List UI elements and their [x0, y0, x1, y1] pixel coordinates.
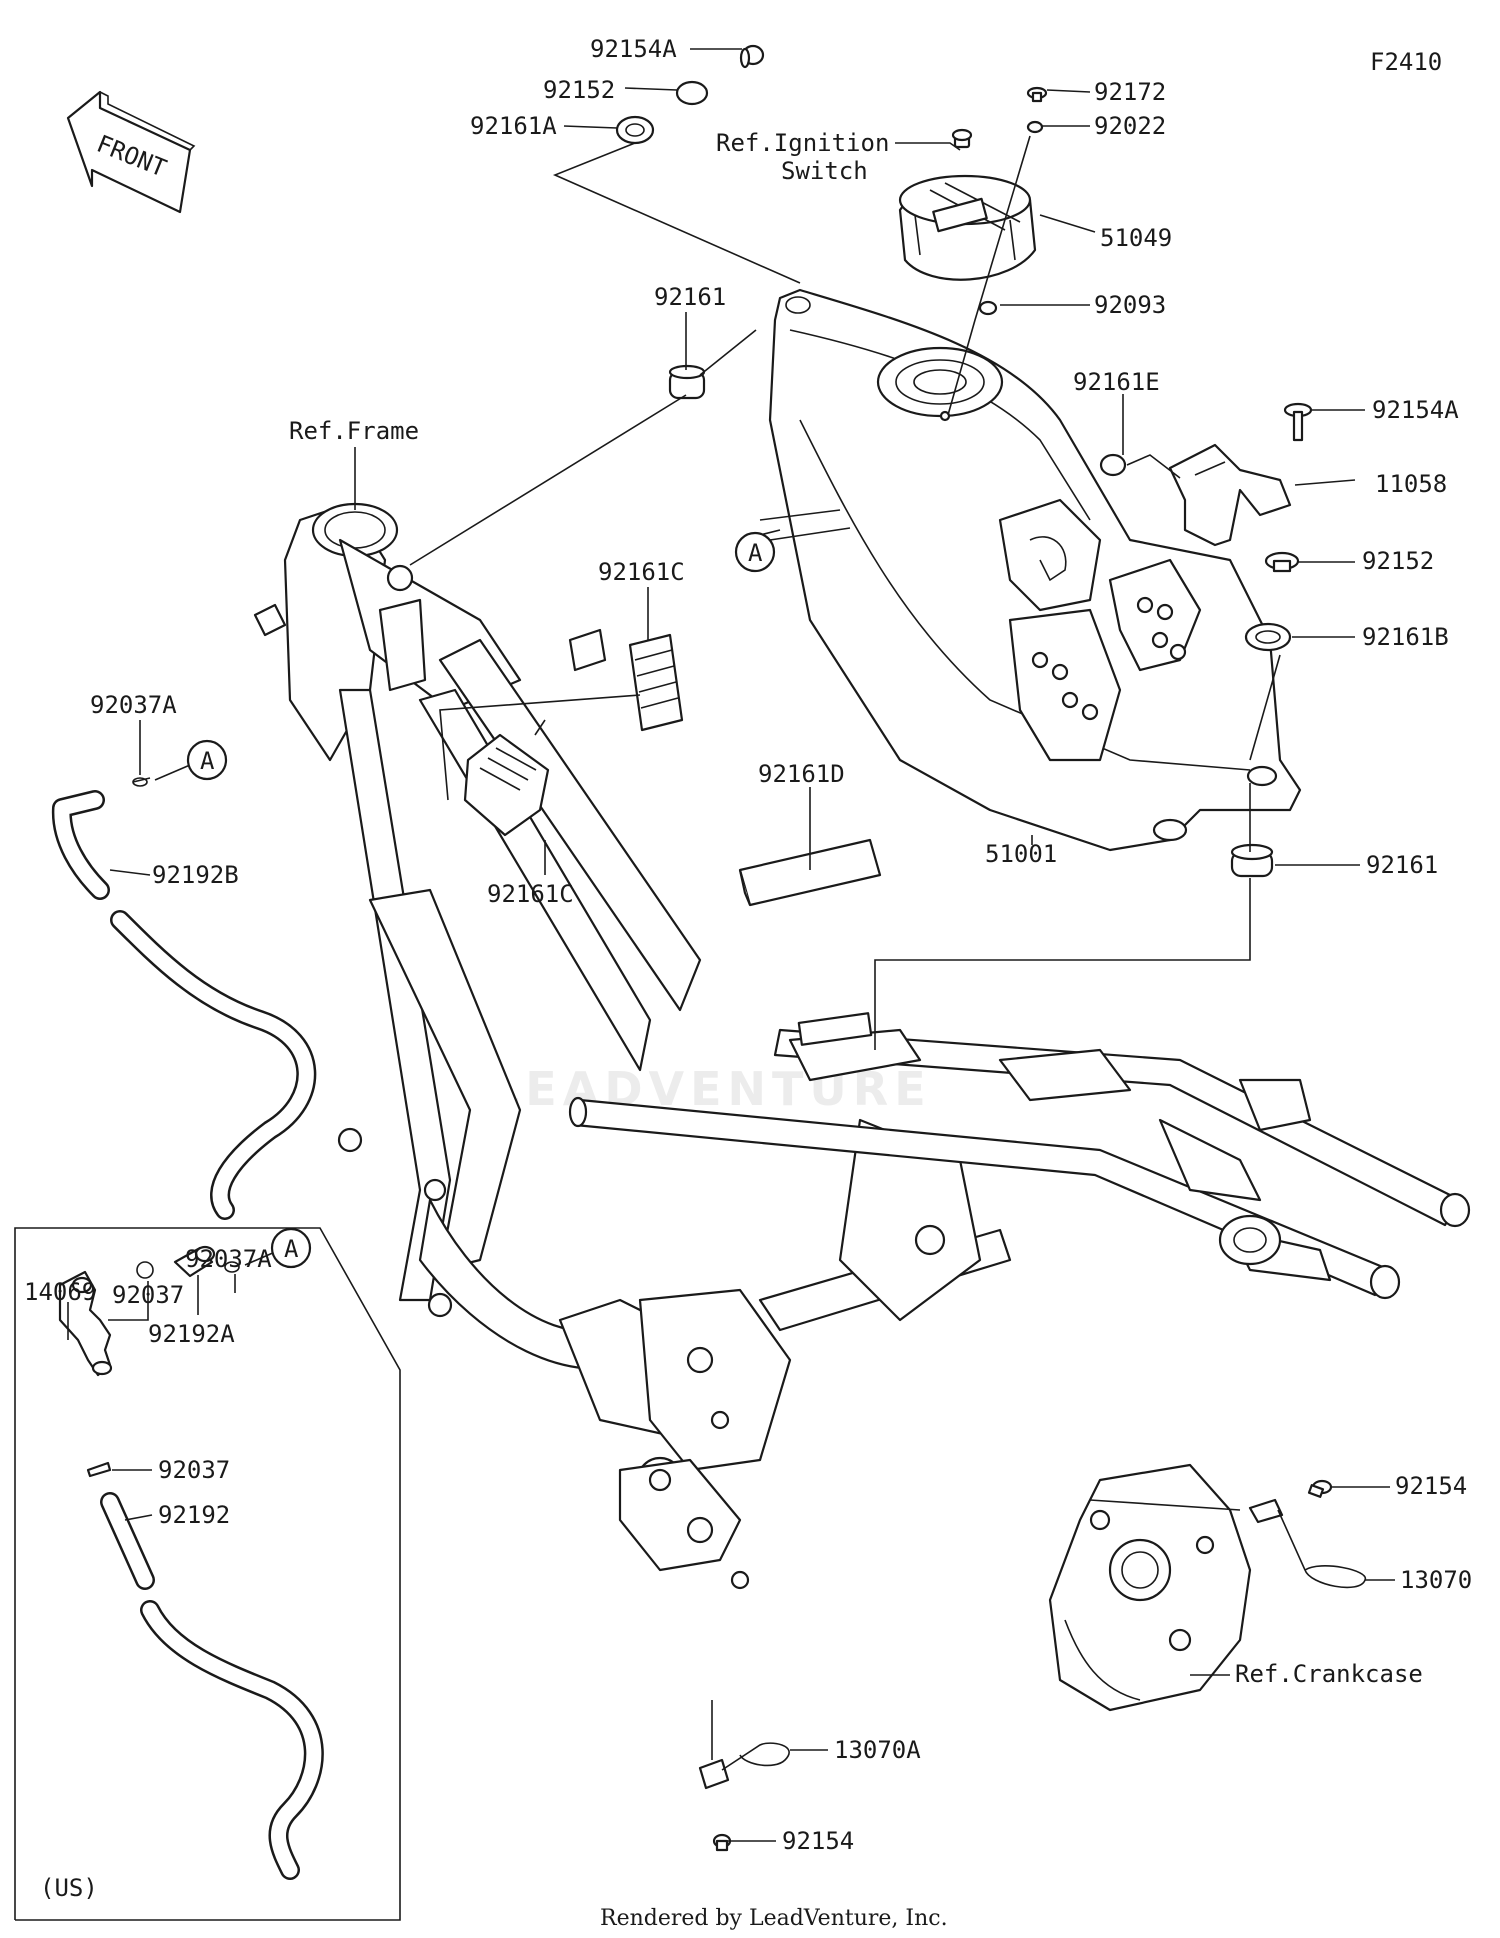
cover-92161D[interactable] [738, 838, 882, 907]
hose-92192A[interactable] [173, 1245, 216, 1278]
label-92161B[interactable]: 92161B [1362, 623, 1449, 651]
crankcase-ref [1048, 1463, 1252, 1712]
reference-mark-a-left [186, 739, 228, 781]
label-92161-top[interactable]: 92161 [654, 283, 726, 311]
label-92161D[interactable]: 92161D [758, 760, 845, 788]
bolt-92154-right [1307, 1479, 1333, 1498]
us-inset-frame [14, 1227, 401, 1921]
mark-a-inset-letter: A [284, 1235, 299, 1263]
washer-92022 [1026, 120, 1044, 134]
label-92154A-top[interactable]: 92154A [590, 35, 677, 63]
label-51049[interactable]: 51049 [1100, 224, 1172, 252]
bolt-cluster [1031, 596, 1187, 721]
front-arrow-icon: FRONT [66, 90, 196, 214]
label-14069[interactable]: 14069 [24, 1278, 96, 1306]
label-92161E[interactable]: 92161E [1073, 368, 1160, 396]
label-ref-ignition-line2[interactable]: Switch [781, 157, 868, 185]
label-92192A[interactable]: 92192A [148, 1320, 235, 1348]
clamp-92037-lower [86, 1461, 112, 1478]
clamp-92037-inset [136, 1261, 154, 1279]
label-92037-inset[interactable]: 92037 [112, 1281, 184, 1309]
collar-92152-top [675, 80, 709, 106]
footer-credit: Rendered by LeadVenture, Inc. [600, 1906, 948, 1931]
label-92172[interactable]: 92172 [1094, 78, 1166, 106]
label-92154-bottom[interactable]: 92154 [782, 1827, 854, 1855]
frame [253, 502, 1471, 1590]
hose-clamp-92037A [132, 777, 151, 787]
label-11058[interactable]: 11058 [1375, 470, 1447, 498]
label-92037-lower[interactable]: 92037 [158, 1456, 230, 1484]
grommet-92161E [1099, 453, 1127, 477]
label-51001[interactable]: 51001 [985, 840, 1057, 868]
clamp-92037A-inset [224, 1261, 240, 1273]
label-13070[interactable]: 13070 [1400, 1566, 1472, 1594]
label-92192[interactable]: 92192 [158, 1501, 230, 1529]
label-92161C-bottom[interactable]: 92161C [487, 880, 574, 908]
callout-labels: F2410 92154A 92152 92161A Ref.Ignition S… [24, 35, 1472, 1902]
washer-92093 [978, 300, 998, 316]
label-ref-crankcase[interactable]: Ref.Crankcase [1235, 1660, 1423, 1688]
grommet-92161A [615, 115, 655, 145]
grommet-92161-top [668, 364, 706, 400]
bolt-92172 [1026, 86, 1048, 103]
leader-lines [67, 48, 1395, 1842]
fitting-14069[interactable] [58, 1270, 113, 1377]
grommet-92161-right [1230, 843, 1274, 878]
label-us-note: (US) [40, 1874, 98, 1902]
label-92154-right[interactable]: 92154 [1395, 1472, 1467, 1500]
ignition-bolt [951, 128, 973, 149]
ground-wire-13070[interactable] [1248, 1498, 1366, 1589]
reference-mark-a-inset [270, 1227, 312, 1269]
label-92152-right[interactable]: 92152 [1362, 547, 1434, 575]
breather-hose-92192B[interactable] [51, 790, 317, 1220]
label-92022[interactable]: 92022 [1094, 112, 1166, 140]
bolt-92154A-top [739, 44, 765, 69]
label-92037A-inset[interactable]: 92037A [185, 1245, 272, 1273]
label-92152-top[interactable]: 92152 [543, 76, 615, 104]
fuel-cap-51049[interactable] [898, 174, 1037, 281]
label-92154A-right[interactable]: 92154A [1372, 396, 1459, 424]
label-13070A[interactable]: 13070A [834, 1736, 921, 1764]
figure-code: F2410 [1370, 48, 1442, 76]
bracket-11058[interactable] [1168, 443, 1292, 547]
label-92037A-left[interactable]: 92037A [90, 691, 177, 719]
label-92161C-top[interactable]: 92161C [598, 558, 685, 586]
reference-mark-a-tank [734, 531, 776, 573]
rubber-pad-92161C-upper[interactable] [628, 633, 684, 732]
label-92093[interactable]: 92093 [1094, 291, 1166, 319]
label-92192B[interactable]: 92192B [152, 861, 239, 889]
ground-wire-13070A[interactable] [698, 1742, 790, 1790]
hose-92192[interactable] [100, 1492, 324, 1880]
label-ref-frame[interactable]: Ref.Frame [289, 417, 419, 445]
label-92161-right[interactable]: 92161 [1366, 851, 1438, 879]
mark-a-tank-letter: A [748, 539, 763, 567]
fuel-tank-51001[interactable] [759, 288, 1302, 852]
mark-a-left-letter: A [200, 747, 215, 775]
rubber-pad-92161C-lower[interactable] [463, 733, 550, 837]
grommet-92161B [1244, 622, 1292, 652]
bolt-92154-bottom [712, 1833, 732, 1852]
label-ref-ignition-line1[interactable]: Ref.Ignition [716, 129, 889, 157]
label-92161A[interactable]: 92161A [470, 112, 557, 140]
collar-92152-right [1264, 551, 1300, 573]
bolt-92154A-right [1283, 402, 1313, 442]
